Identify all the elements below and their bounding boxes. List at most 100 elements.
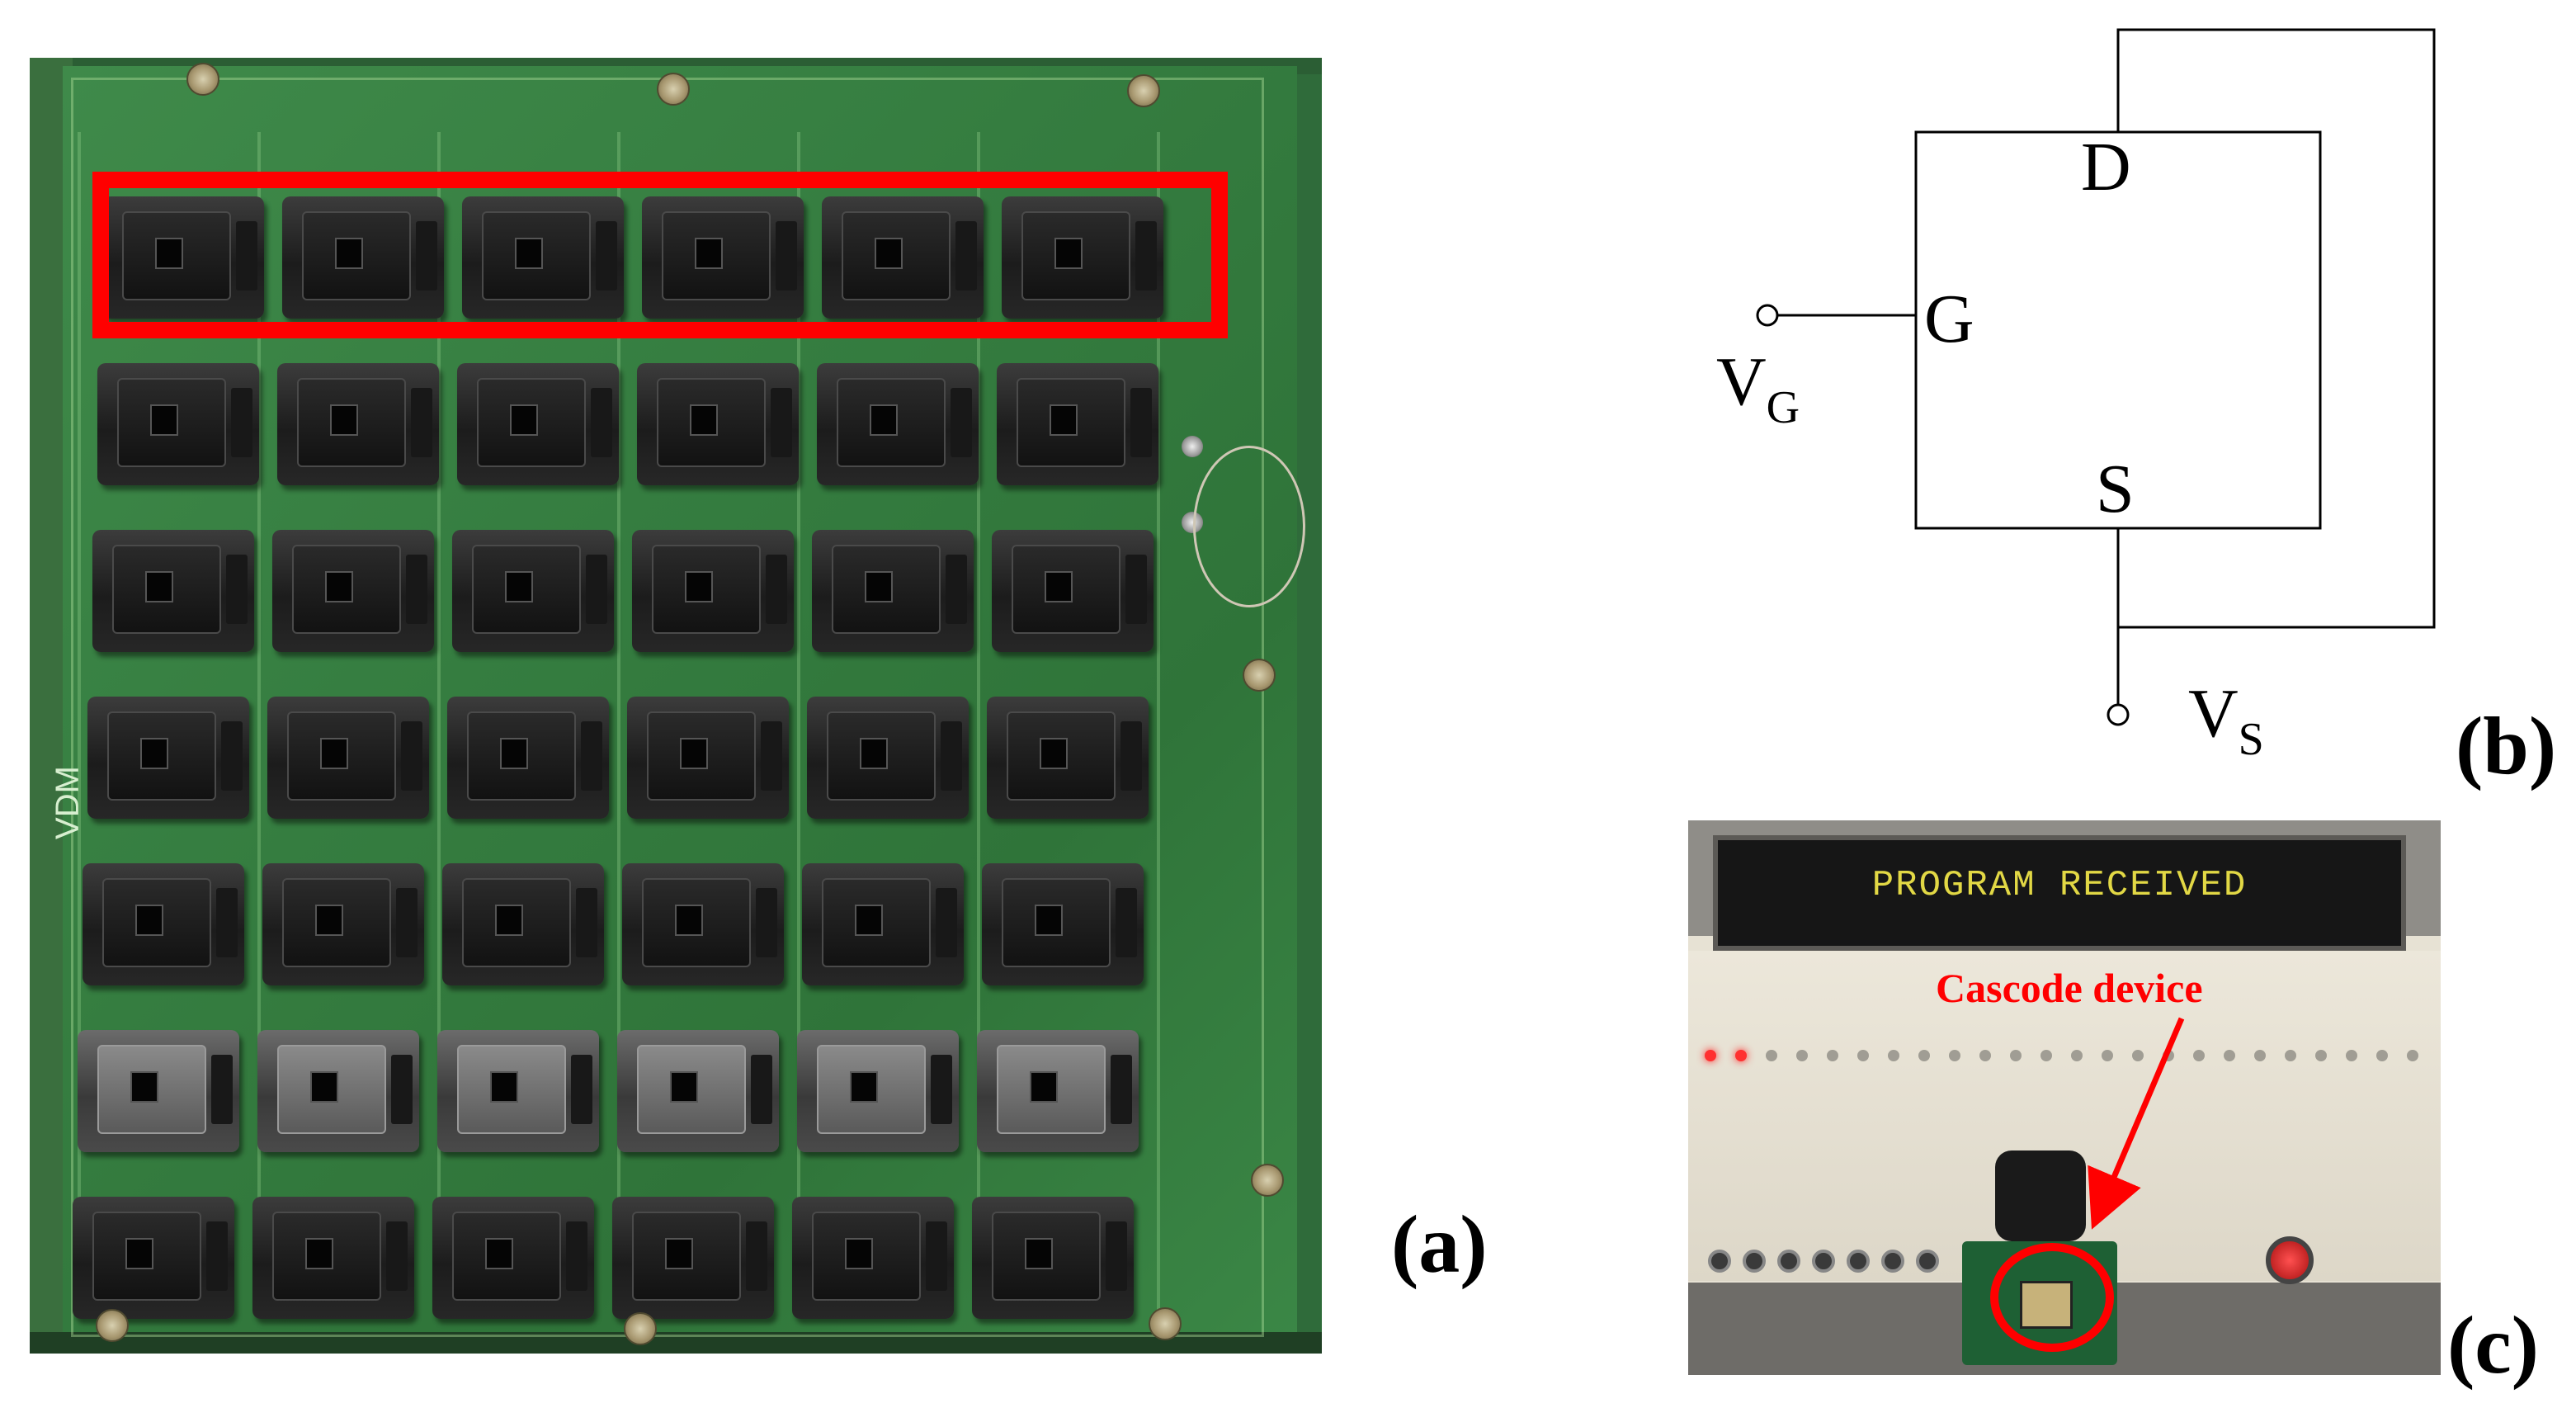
socket-hole [140, 738, 168, 769]
test-socket [1002, 196, 1163, 319]
socket-hole [690, 404, 718, 436]
test-socket [432, 1197, 594, 1319]
test-socket [437, 1030, 599, 1152]
socket-tab [955, 221, 977, 291]
socket-tab [776, 221, 797, 291]
jack-1 [1182, 436, 1203, 457]
test-socket [73, 1197, 234, 1319]
socket-hole [855, 905, 883, 936]
led-indicator [2224, 1050, 2235, 1061]
socket-hole [325, 571, 353, 602]
led-indicator [1796, 1050, 1808, 1061]
socket-tab [401, 721, 422, 791]
socket-tab [396, 888, 418, 957]
led-indicator [1827, 1050, 1838, 1061]
test-socket [992, 530, 1154, 652]
test-socket [802, 863, 964, 985]
test-socket [812, 530, 974, 652]
socket-hole [305, 1238, 333, 1269]
socket-lid [102, 878, 211, 967]
test-socket [817, 363, 979, 485]
panel-knob [1812, 1250, 1835, 1273]
test-socket [92, 530, 254, 652]
socket-tab [406, 555, 427, 624]
socket-tab [926, 1221, 947, 1291]
highlight-circle [1990, 1243, 2114, 1352]
test-socket [807, 697, 969, 819]
socket-hole [330, 404, 358, 436]
led-indicator [1705, 1050, 1716, 1061]
socket-hole [125, 1238, 153, 1269]
socket-tab [1125, 555, 1147, 624]
socket-hole [315, 905, 343, 936]
socket-hole [310, 1071, 338, 1103]
socket-hole [495, 905, 523, 936]
board-column-divider [1157, 132, 1160, 1312]
test-socket [792, 1197, 954, 1319]
source-label: S [2096, 451, 2135, 527]
socket-tab [766, 555, 787, 624]
socket-tab [576, 888, 597, 957]
arrow-icon [2088, 1017, 2185, 1230]
test-socket [102, 196, 264, 319]
led-indicator [1766, 1050, 1777, 1061]
socket-hole [875, 238, 903, 269]
schematic-svg: D G S VG VS [1716, 28, 2436, 765]
socket-tab [236, 221, 257, 291]
socket-tab [221, 721, 243, 791]
panel-label-b: (b) [2456, 700, 2557, 791]
board-column-divider [78, 132, 81, 1312]
highlight-box [92, 172, 1228, 338]
test-socket [462, 196, 624, 319]
led-indicator [1979, 1050, 1991, 1061]
socket-hole [485, 1238, 513, 1269]
screw-icon [1149, 1307, 1182, 1340]
test-socket [277, 363, 439, 485]
test-socket [972, 1197, 1134, 1319]
source-terminal [2107, 703, 2130, 726]
red-button-icon [2266, 1236, 2314, 1284]
socket-tab [941, 721, 962, 791]
socket-tab [216, 888, 238, 957]
screw-icon [1243, 659, 1276, 692]
board-column-divider [257, 132, 261, 1312]
board-column-divider [617, 132, 620, 1312]
led-indicator [2285, 1050, 2296, 1061]
test-socket [982, 863, 1144, 985]
socket-tab [566, 1221, 587, 1291]
socket-hole [1054, 238, 1083, 269]
screw-icon [657, 73, 690, 106]
test-socket [797, 1030, 959, 1152]
socket-hole [870, 404, 898, 436]
led-indicator [1888, 1050, 1899, 1061]
tester-display: PROGRAM RECEIVED [1713, 835, 2406, 951]
test-socket [457, 363, 619, 485]
test-socket [83, 863, 244, 985]
screw-icon [1127, 74, 1160, 107]
annotation-arrow [2088, 1017, 2185, 1230]
socket-tab [1121, 721, 1142, 791]
socket-hole [490, 1071, 518, 1103]
socket-hole [850, 1071, 878, 1103]
panel-knob [1847, 1250, 1870, 1273]
drain-source-short-wire [2116, 28, 2436, 629]
board-photo: VDM [30, 58, 1322, 1354]
socket-hole [320, 738, 348, 769]
socket-tab [226, 555, 248, 624]
screw-icon [624, 1312, 657, 1345]
gate-voltage-sub: G [1767, 382, 1800, 433]
test-socket [987, 697, 1149, 819]
test-socket [617, 1030, 779, 1152]
socket-tab [1111, 1055, 1132, 1124]
led-indicator [1735, 1050, 1747, 1061]
socket-lid [97, 1045, 206, 1134]
socket-tab [591, 388, 612, 457]
cascode-device-label: Cascode device [1936, 965, 2203, 1011]
source-voltage-sub: S [2239, 714, 2264, 759]
test-socket [282, 196, 444, 319]
board-column-divider [437, 132, 441, 1312]
socket-lid [997, 1045, 1106, 1134]
socket-hole [135, 905, 163, 936]
socket-hole [1045, 571, 1073, 602]
led-indicator [2254, 1050, 2266, 1061]
